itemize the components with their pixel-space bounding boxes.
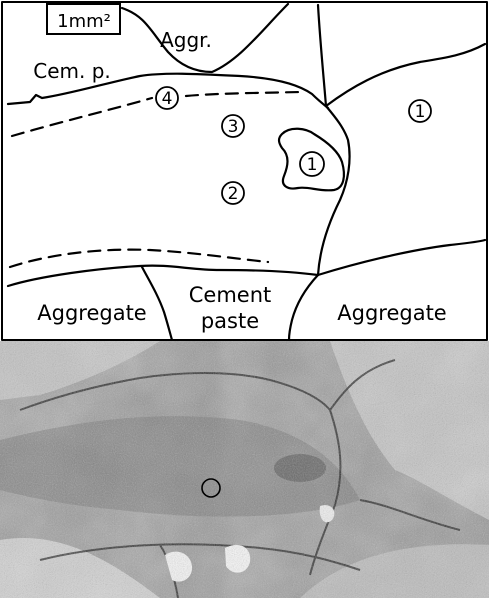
scale-label: 1mm² [57, 11, 111, 32]
svg-text:1: 1 [415, 102, 426, 122]
label-aggregate-left: Aggregate [37, 301, 146, 325]
zone-marker-4: 4 [156, 87, 178, 109]
svg-text:1: 1 [307, 155, 318, 175]
interface-lower-boundary [8, 266, 318, 286]
label-cem-p: Cem. p. [33, 59, 111, 83]
zone-marker-2: 2 [222, 182, 244, 204]
right-aggregate-boundary [326, 44, 485, 106]
label-cement-paste-1: Cement [189, 283, 272, 307]
zone-marker-1-center: 1 [300, 152, 324, 176]
svg-text:3: 3 [228, 117, 239, 137]
cement-paste-right-boundary [289, 275, 318, 340]
lower-right-boundary [318, 240, 485, 275]
dashed-line-upper [12, 98, 152, 136]
svg-text:4: 4 [162, 89, 173, 109]
label-aggr-small: Aggr. [160, 28, 212, 52]
vertical-boundary-top [318, 5, 326, 106]
sem-micrograph [0, 341, 489, 598]
label-aggregate-right: Aggregate [337, 301, 446, 325]
svg-text:2: 2 [228, 184, 239, 204]
dashed-line-lower [10, 250, 268, 267]
label-cement-paste-2: paste [201, 309, 259, 333]
scale-box: 1mm² [47, 4, 120, 34]
zone-marker-3: 3 [222, 115, 244, 137]
zone-marker-1-right: 1 [409, 100, 431, 122]
dashed-line-upper-right [186, 92, 300, 96]
